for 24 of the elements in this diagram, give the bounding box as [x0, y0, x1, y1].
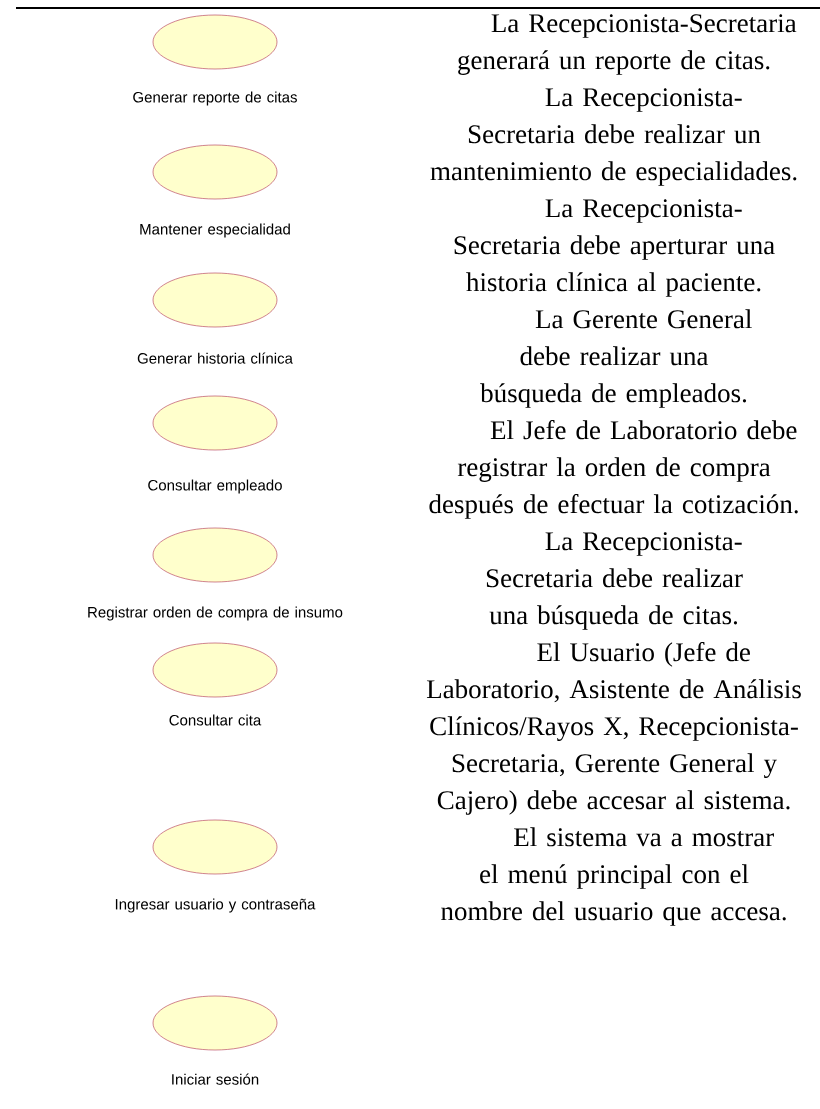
node-label: Registrar orden de compra de insumo — [88, 606, 343, 621]
use-case: Mantener especialidad — [140, 144, 290, 238]
description-text: La Recepcionista-Secretaria debe realizar un mantenimiento de especialidades. — [430, 88, 797, 186]
node-label: Consultar cita — [169, 714, 262, 726]
node-label: Ingresar usuario y contraseña — [115, 898, 316, 913]
description-text: La Recepcionista-Secretaria debe realizar una búsqueda de citas. — [486, 532, 743, 630]
description-text: La Recepcionista-Secretaria generará un reporte de citas. — [458, 14, 797, 75]
use-case: Generar historia clínica — [137, 272, 293, 364]
use-case: Generar reporte de citas — [133, 14, 297, 106]
use-case: Registrar orden de compra de insumo — [88, 527, 343, 621]
description-text: El Usuario (Jefe de Laboratorio, Asistente de Análisis Clínicos/Rayos X, Recepcionista-Secretaria, Gerente General y Cajero) debe accesar al sistema. — [426, 642, 801, 815]
use-case: Consultar cita — [152, 642, 278, 726]
use-case: Ingresar usuario y contraseña — [115, 819, 316, 913]
node-label: Generar historia clínica — [137, 352, 293, 364]
description-text: La Gerente General debe realizar una búsqueda de empleados. — [480, 309, 752, 408]
description-text: El Jefe de Laboratorio debe registrar la orden de compra después de efectuar la cotización. — [429, 420, 798, 519]
node-label: Mantener especialidad — [140, 223, 290, 238]
use-case: Consultar empleado — [148, 395, 282, 494]
node-label: Generar reporte de citas — [133, 91, 297, 106]
use-case: Iniciar sesión — [152, 995, 278, 1085]
description-text: El sistema va a mostrar el menú principal con el nombre del usuario que accesa. — [441, 827, 786, 926]
description-text: La Recepcionista-Secretaria debe aperturar una historia clínica al paciente. — [454, 199, 775, 297]
node-label: Consultar empleado — [148, 479, 282, 494]
node-label: Iniciar sesión — [172, 1073, 259, 1085]
